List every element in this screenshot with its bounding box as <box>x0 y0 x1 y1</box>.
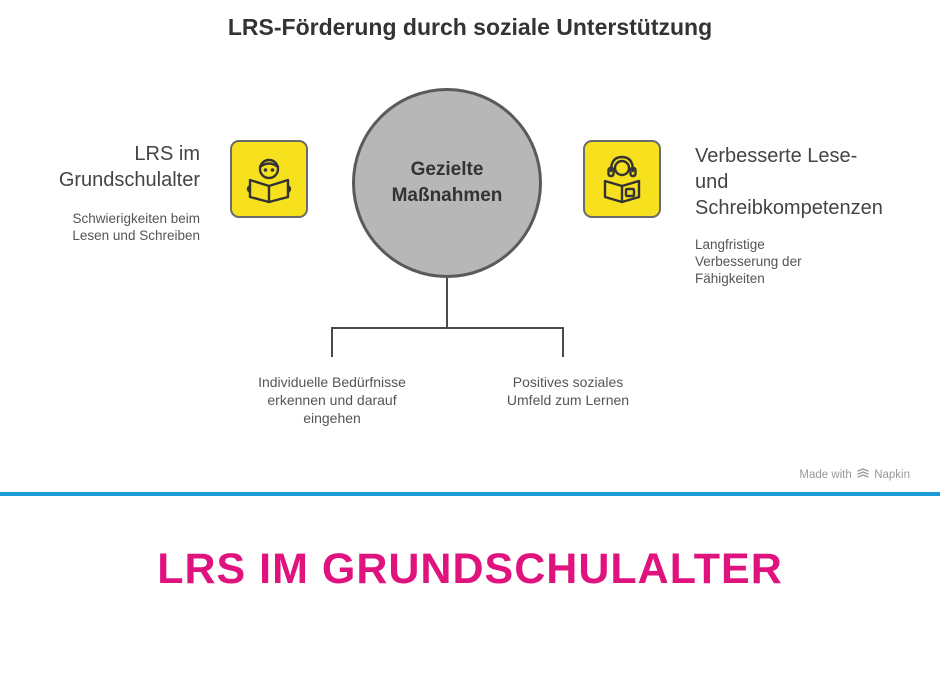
left-icon-box <box>230 140 308 218</box>
branch-needs-line1: Individuelle Bedürfnisse <box>258 374 406 390</box>
left-detail-line1: Schwierigkeiten beim <box>72 211 200 226</box>
left-heading-line1: LRS im <box>134 143 200 165</box>
reading-child-icon <box>246 158 292 204</box>
napkin-credit: Made with Napkin <box>760 468 910 481</box>
center-node: Gezielte Maßnahmen <box>352 88 542 278</box>
credit-prefix: Made with <box>799 469 852 481</box>
right-detail-line3: Fähigkeiten <box>695 271 765 286</box>
center-label-line1: Gezielte <box>410 159 484 180</box>
napkin-logo-icon <box>857 468 869 478</box>
right-detail-line2: Verbesserung der <box>695 254 802 269</box>
headphones-reader-icon <box>603 155 641 204</box>
right-heading: Verbesserte Lese- und Schreibkompetenzen <box>695 143 935 221</box>
right-heading-line3: Schreibkompetenzen <box>695 197 883 219</box>
branch-environment-line2: Umfeld zum Lernen <box>506 392 630 408</box>
right-heading-line1: Verbesserte Lese- <box>695 145 858 167</box>
branch-needs-line2: erkennen und darauf <box>267 392 397 408</box>
right-heading-line2: und <box>695 171 729 193</box>
right-icon-box <box>583 140 661 218</box>
branch-label-environment: Positives soziales Umfeld zum Lernen <box>478 373 658 409</box>
connector-lines <box>331 278 564 357</box>
left-heading: LRS im Grundschulalter <box>20 141 200 193</box>
branch-environment-line1: Positives soziales <box>512 374 624 390</box>
section-heading: LRS IM GRUNDSCHULALTER <box>157 545 783 593</box>
left-heading-line2: Grundschulalter <box>58 169 200 191</box>
right-detail: Langfristige Verbesserung der Fähigkeite… <box>695 236 915 287</box>
diagram-title: LRS-Förderung durch soziale Unterstützun… <box>227 14 713 40</box>
center-label-line2: Maßnahmen <box>391 185 503 206</box>
credit-brand: Napkin <box>874 469 910 481</box>
section-divider <box>0 492 940 496</box>
branch-label-needs: Individuelle Bedürfnisse erkennen und da… <box>232 373 432 427</box>
left-detail: Schwierigkeiten beim Lesen und Schreiben <box>20 210 200 244</box>
left-detail-line2: Lesen und Schreiben <box>72 228 200 243</box>
branch-needs-line3: eingehen <box>303 410 361 426</box>
right-detail-line1: Langfristige <box>695 237 765 252</box>
